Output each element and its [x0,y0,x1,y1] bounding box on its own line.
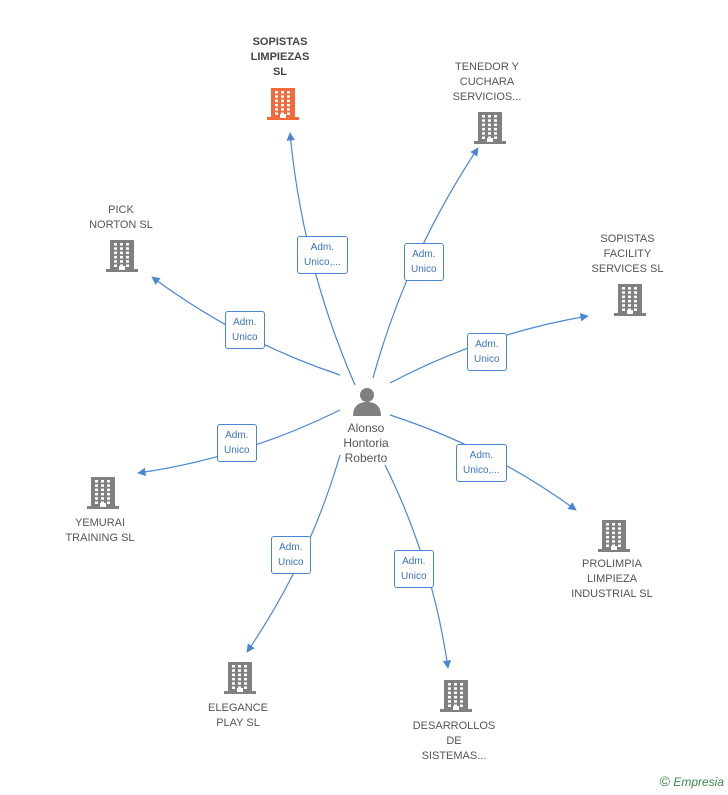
person-icon[interactable] [352,386,382,416]
edge-label-sopistas-limpiezas[interactable]: Adm.Unico,... [297,236,348,274]
building-icon[interactable] [614,282,646,321]
building-icon[interactable] [267,86,299,125]
edge-label-yemurai-training[interactable]: Adm.Unico [217,424,257,462]
building-icon[interactable] [474,110,506,149]
edge-label-elegance-play[interactable]: Adm.Unico [271,536,311,574]
center-person-name[interactable]: Alonso Hontoria Roberto [343,421,389,465]
copyright-icon: © [659,773,670,789]
building-icon[interactable] [598,518,630,557]
edge-label-pick-norton[interactable]: Adm.Unico [225,311,265,349]
edge-label-tenedor-cuchara[interactable]: Adm.Unico [404,243,444,281]
footer-brand: © Empresia [660,773,724,789]
building-icon[interactable] [440,678,472,717]
edge-label-sopistas-facility[interactable]: Adm.Unico [467,333,507,371]
edge-label-desarrollos[interactable]: Adm.Unico [394,550,434,588]
building-icon[interactable] [106,238,138,277]
building-icon[interactable] [87,475,119,514]
brand-name[interactable]: Empresia [673,775,724,789]
building-icon[interactable] [224,660,256,699]
edge-label-prolimpia[interactable]: Adm.Unico,... [456,444,507,482]
